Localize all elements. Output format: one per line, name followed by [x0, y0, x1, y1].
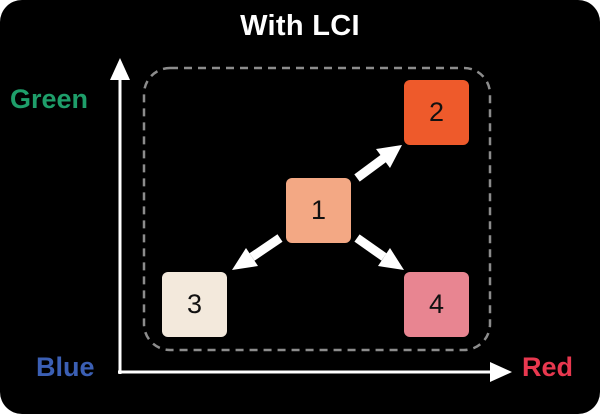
dashed-region	[142, 66, 492, 352]
node-1: 1	[286, 178, 351, 243]
edge-1-to-4-arrowhead	[378, 248, 404, 270]
green-axis-label: Green	[10, 84, 89, 114]
edge-1-to-2-arrowhead	[376, 145, 402, 168]
node-2: 2	[404, 80, 469, 145]
edge-1-to-2-shaft	[354, 154, 387, 182]
edge-1-to-3-arrowhead	[232, 248, 258, 270]
edge-1-to-4-shaft	[354, 234, 387, 261]
node-3: 3	[162, 272, 227, 337]
red-axis-arrowhead	[490, 362, 512, 382]
green-axis-arrowhead	[110, 58, 130, 80]
red-axis-label: Red	[522, 352, 574, 382]
diagram-title: With LCI	[240, 10, 360, 42]
blue-axis-label: Blue	[36, 352, 95, 382]
node-4: 4	[404, 272, 469, 337]
edge-1-to-3-shaft	[249, 234, 283, 261]
